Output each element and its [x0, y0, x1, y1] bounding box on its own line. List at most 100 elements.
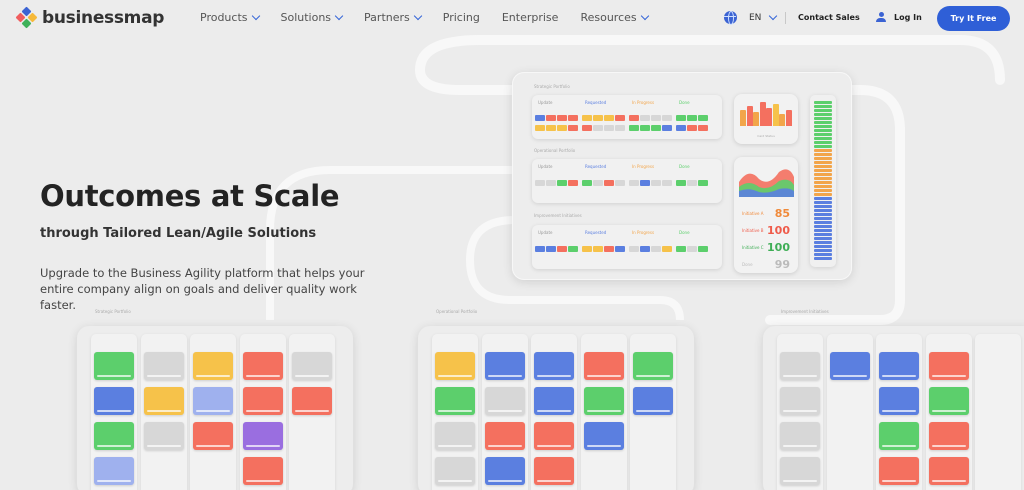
board-card — [583, 387, 624, 415]
portfolio-title: Operational Portfolio — [534, 148, 576, 153]
board-card — [484, 352, 525, 380]
column-header: Update — [538, 164, 553, 169]
task-chip — [568, 246, 578, 252]
column-header: Done — [679, 100, 690, 105]
nav-divider — [785, 12, 786, 24]
progress-cell — [814, 101, 832, 104]
task-chip — [629, 115, 639, 121]
task-chip — [651, 115, 661, 121]
task-chip — [593, 180, 603, 186]
column-header: Done — [679, 164, 690, 169]
brand-name: businessmap — [42, 8, 165, 28]
login-link[interactable]: Log In — [876, 12, 922, 22]
stat-value: 99 — [774, 258, 790, 271]
nav-pricing[interactable]: Pricing — [443, 11, 480, 24]
progress-cell — [814, 117, 832, 120]
board-column — [91, 334, 137, 490]
chart-bar — [746, 106, 753, 126]
board-card — [780, 352, 820, 380]
hero-subtitle: through Tailored Lean/Agile Solutions — [40, 226, 317, 241]
task-chip — [593, 125, 603, 131]
board-column — [975, 334, 1021, 490]
task-chip — [651, 246, 661, 252]
task-chip — [640, 115, 650, 121]
task-chip — [535, 125, 545, 131]
nav-solutions[interactable]: Solutions — [281, 11, 344, 24]
board-card — [829, 352, 870, 380]
businessmap-logo[interactable]: businessmap — [15, 6, 165, 29]
try-it-free-button[interactable]: Try It Free — [937, 6, 1010, 31]
progress-cell — [814, 145, 832, 148]
board-column — [190, 334, 236, 490]
card-status-label: Card Status — [757, 134, 775, 138]
board-card — [94, 352, 134, 380]
chevron-down-icon — [769, 11, 778, 21]
column-header: Update — [538, 230, 553, 235]
task-chip — [582, 246, 592, 252]
chevron-down-icon — [413, 11, 423, 21]
nav-enterprise[interactable]: Enterprise — [502, 11, 559, 24]
task-chip — [568, 125, 578, 131]
language-label: EN — [749, 12, 762, 23]
logo-mark-icon — [15, 6, 38, 29]
task-chip — [546, 180, 556, 186]
board-card — [435, 422, 475, 450]
contact-sales-link[interactable]: Contact Sales — [798, 13, 860, 22]
stat-value: 100 — [767, 241, 790, 254]
progress-cell — [814, 257, 832, 260]
progress-cell — [814, 225, 832, 228]
board-column — [140, 334, 187, 490]
task-chip — [546, 115, 556, 121]
progress-cell — [814, 149, 832, 152]
chart-bar — [766, 108, 772, 126]
progress-cell — [814, 193, 832, 196]
board-column — [630, 334, 676, 490]
task-chip — [629, 246, 639, 252]
chart-bar — [785, 110, 792, 126]
progress-cell — [814, 161, 832, 164]
task-chip — [662, 180, 672, 186]
progress-cell — [814, 189, 832, 192]
progress-cell — [814, 249, 832, 252]
task-chip — [676, 246, 686, 252]
board-column — [925, 334, 972, 490]
user-icon — [876, 12, 886, 22]
board-card — [143, 422, 184, 450]
task-chip — [604, 180, 614, 186]
board-card — [292, 352, 332, 380]
stat-label: Initiative A — [742, 211, 764, 216]
chart-bar — [753, 112, 759, 126]
board-card — [484, 422, 525, 450]
stat-value: 85 — [774, 207, 790, 220]
task-chip — [582, 180, 592, 186]
board-card — [879, 387, 919, 415]
task-chip — [557, 125, 567, 131]
task-chip — [640, 246, 650, 252]
portfolio-title: Strategic Portfolio — [534, 84, 570, 89]
language-selector[interactable]: EN — [724, 11, 778, 25]
nav-products[interactable]: Products — [200, 11, 260, 24]
progress-cell — [814, 109, 832, 112]
board-card — [292, 387, 332, 415]
progress-cell — [814, 233, 832, 236]
board-card — [534, 457, 574, 485]
progress-cell — [814, 201, 832, 204]
progress-cell — [814, 177, 832, 180]
task-chip — [698, 246, 708, 252]
task-chip — [640, 180, 650, 186]
board-title: Improvement Initiatives — [781, 309, 829, 314]
progress-cell — [814, 237, 832, 240]
task-chip — [593, 246, 603, 252]
board-card — [534, 352, 574, 380]
task-chip — [629, 180, 639, 186]
task-chip — [662, 246, 672, 252]
board-column — [826, 334, 873, 490]
nav-partners[interactable]: Partners — [364, 11, 423, 24]
board-card — [879, 352, 919, 380]
task-chip — [568, 115, 578, 121]
board-column — [289, 334, 335, 490]
progress-cell — [814, 125, 832, 128]
nav-resources[interactable]: Resources — [580, 11, 649, 24]
task-chip — [604, 115, 614, 121]
